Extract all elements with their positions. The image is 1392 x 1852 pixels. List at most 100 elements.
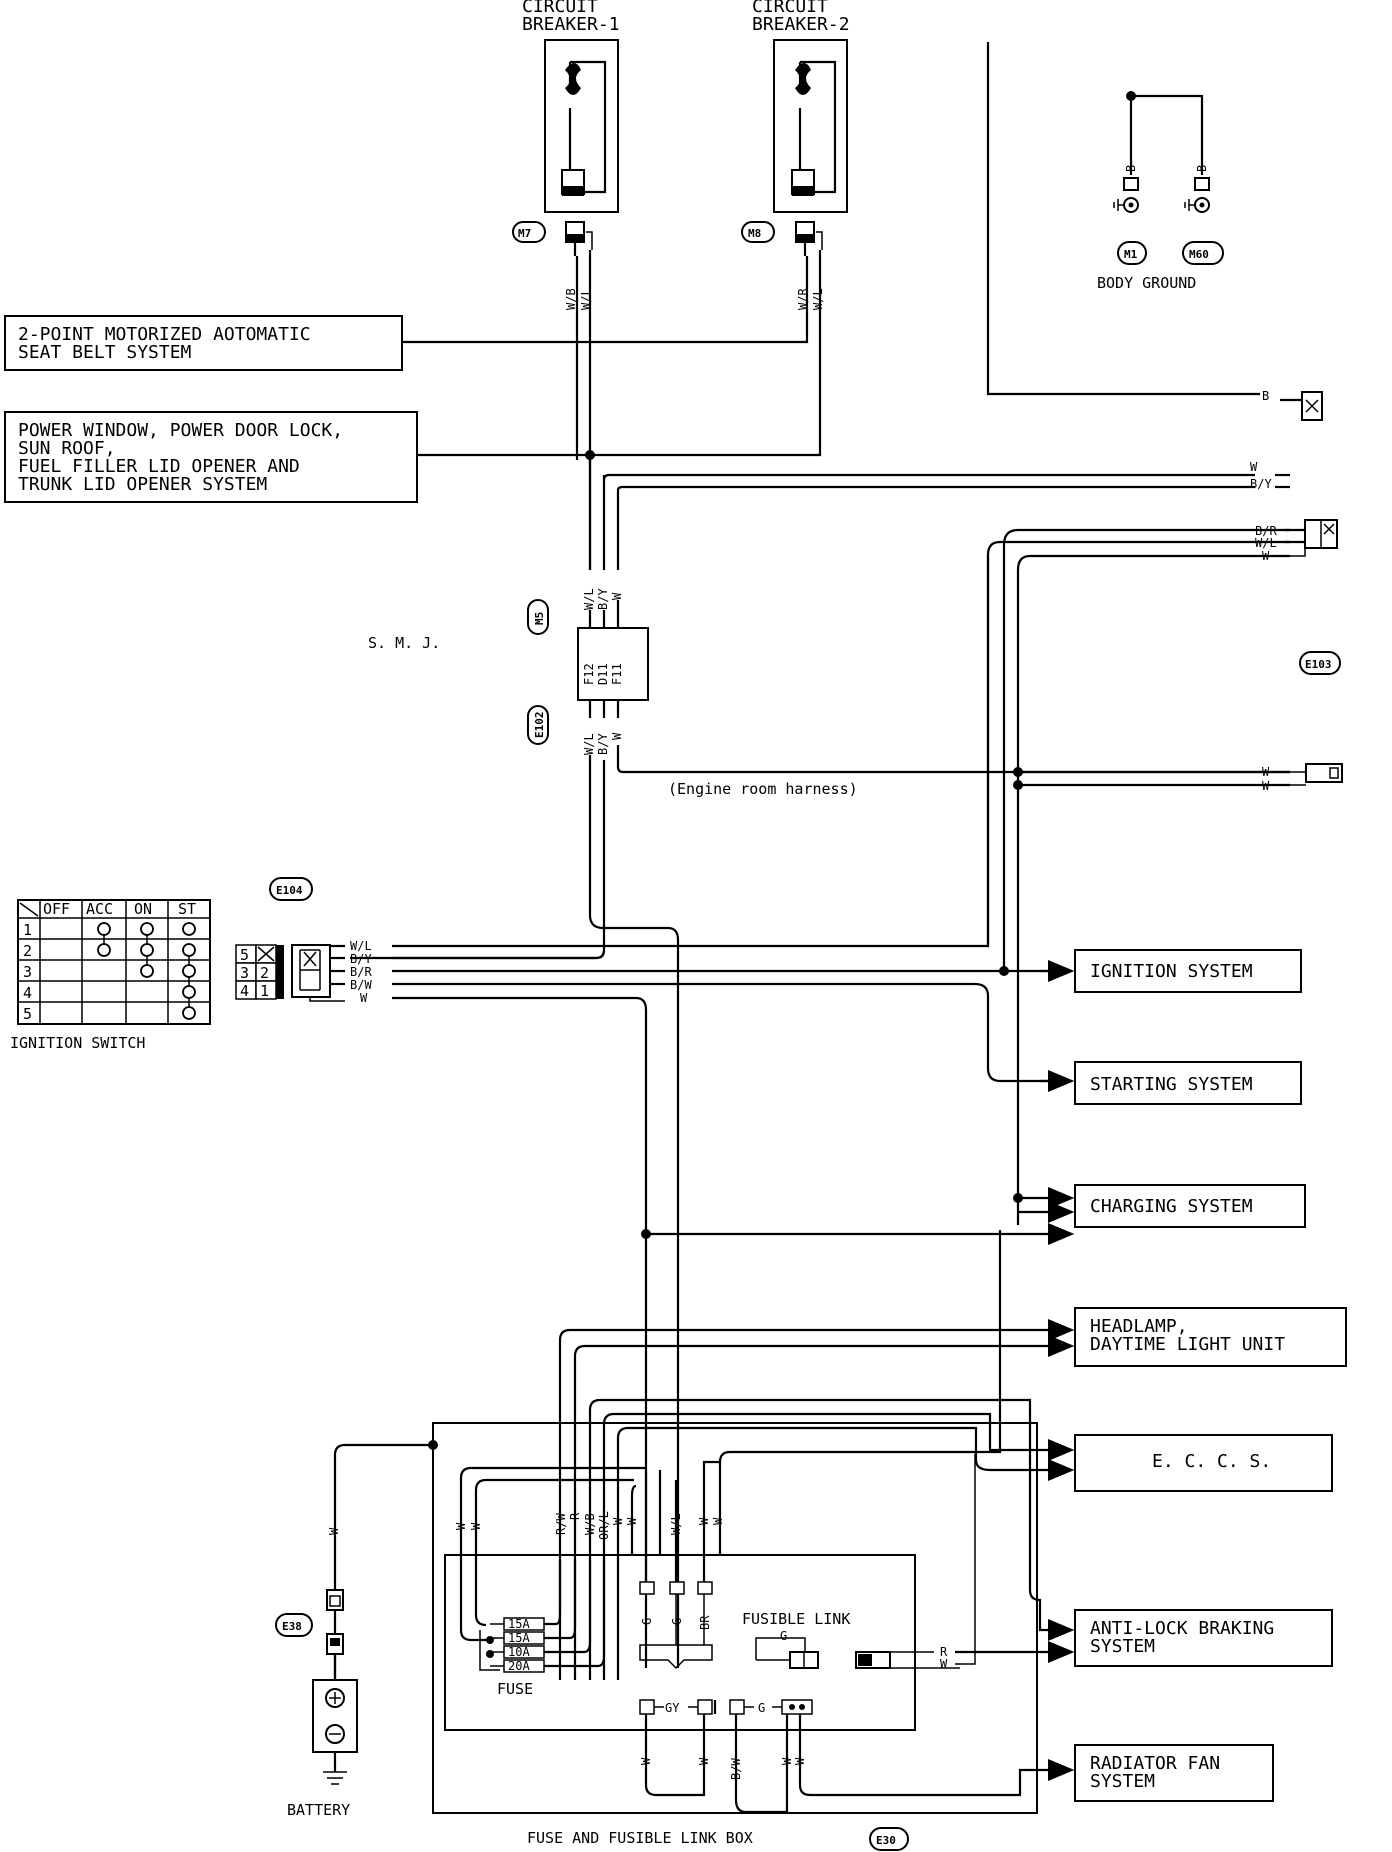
battery	[312, 1654, 358, 1785]
abs-box: ANTI-LOCK BRAKING SYSTEM	[1074, 1609, 1333, 1667]
connector-m7: M7	[512, 221, 546, 243]
switch-col-off: OFF	[43, 900, 70, 918]
abs-wire-w: W	[940, 1657, 948, 1671]
seatbelt-line-1: 2-POINT MOTORIZED AOTOMATIC	[18, 324, 311, 345]
smj-bot-w: W	[610, 732, 624, 740]
wire-right-w1: W	[1250, 460, 1258, 474]
e104-pin-5: 5	[240, 946, 249, 964]
fuse-label: FUSE	[497, 1680, 533, 1698]
bw-w2: W	[697, 1757, 711, 1765]
starting-system-label: STARTING SYSTEM	[1090, 1074, 1253, 1095]
ignition-switch-table: OFF ACC ON ST 1 2 3 4 5	[17, 899, 211, 1025]
bw-w1: W	[639, 1757, 653, 1765]
battery-label: BATTERY	[287, 1801, 350, 1819]
pw-line-3: FUEL FILLER LID OPENER AND	[18, 456, 300, 477]
wire-right-wl: W/L	[1255, 536, 1277, 550]
ignition-system-label: IGNITION SYSTEM	[1090, 961, 1253, 982]
switch-row-5: 5	[23, 1005, 32, 1023]
seatbelt-line-2: SEAT BELT SYSTEM	[18, 342, 192, 363]
fuse-10a: 10A	[508, 1645, 530, 1659]
engine-room-label: (Engine room harness)	[668, 780, 858, 798]
battery-wire-w: W	[327, 1527, 341, 1535]
connector-m8: M8	[741, 221, 775, 243]
wire-right-ww2: W	[1262, 779, 1270, 793]
e104-pin-2: 2	[260, 964, 269, 982]
smj-top-w: W	[610, 592, 624, 600]
fb-w1: W	[454, 1522, 468, 1530]
smj-pin-f12: F12	[582, 663, 596, 685]
wire-right-w2: W	[1262, 549, 1270, 563]
e104-wire-br: B/R	[350, 965, 372, 979]
fuse-strip: 15A 15A 10A 20A	[459, 1555, 606, 1673]
smj-bot-wl: W/L	[582, 733, 596, 755]
switch-row-1: 1	[23, 921, 32, 939]
wire-ground-b2: B	[1195, 165, 1209, 172]
fl-g1: G	[640, 1618, 654, 1625]
connector-e102: E102	[527, 705, 549, 745]
e103-label: E103	[1305, 658, 1332, 671]
connector-e30: E30	[869, 1827, 909, 1851]
pw-line-1: POWER WINDOW, POWER DOOR LOCK,	[18, 420, 343, 441]
e104-wire-w: W	[360, 991, 368, 1005]
headlamp-line-1: HEADLAMP,	[1090, 1316, 1188, 1337]
e38-label: E38	[282, 1620, 302, 1633]
switch-col-on: ON	[134, 900, 152, 918]
switch-row-3: 3	[23, 963, 32, 981]
charging-system-label: CHARGING SYSTEM	[1090, 1196, 1253, 1217]
m1-label: M1	[1124, 248, 1138, 261]
body-ground-label: BODY GROUND	[1097, 274, 1196, 292]
connector-e103-b	[1304, 519, 1338, 549]
m8-label: M8	[748, 227, 761, 240]
e30-label: E30	[876, 1834, 896, 1847]
fusible-link-g: G	[755, 1629, 819, 1669]
fl-g2: G	[670, 1618, 684, 1625]
cb1-label-1: CIRCUIT	[522, 0, 598, 17]
wire-right-b: B	[1262, 389, 1269, 403]
ignition-switch-label: IGNITION SWITCH	[10, 1034, 145, 1052]
fb-w5: W	[697, 1517, 711, 1525]
connector-e103-c	[1290, 763, 1343, 786]
power-window-system-box: POWER WINDOW, POWER DOOR LOCK, SUN ROOF,…	[4, 411, 418, 503]
cb2-label-2: BREAKER-2	[752, 14, 850, 35]
bw-w3: W	[780, 1757, 794, 1765]
abs-line-2: SYSTEM	[1090, 1636, 1155, 1657]
switch-row-2: 2	[23, 942, 32, 960]
bottom-connectors: GY G	[639, 1699, 813, 1715]
ground-m60: M60	[1182, 177, 1224, 265]
breaker-element-icon	[565, 63, 581, 95]
fusible-link-label: FUSIBLE LINK	[742, 1610, 850, 1628]
headlamp-line-2: DAYTIME LIGHT UNIT	[1090, 1334, 1285, 1355]
fb-w3: W	[611, 1517, 625, 1525]
fusible-link-block: G G BR	[639, 1555, 713, 1670]
m7-label: M7	[518, 227, 531, 240]
fb-rw: R/W	[554, 1513, 568, 1535]
smj-label: S. M. J.	[368, 634, 440, 652]
cb2-label-1: CIRCUIT	[752, 0, 828, 17]
wire-right-by: B/Y	[1250, 477, 1272, 491]
pw-line-2: SUN ROOF,	[18, 438, 116, 459]
wire-right-br: B/R	[1255, 524, 1277, 538]
wire-cb1-wb: W/B	[564, 288, 578, 310]
m5-label: M5	[533, 612, 546, 625]
smj-block: F12 D11 F11	[577, 627, 649, 701]
radiator-line-2: SYSTEM	[1090, 1771, 1155, 1792]
smj-pin-d11: D11	[596, 663, 610, 685]
charging-system-box: CHARGING SYSTEM	[1018, 1184, 1306, 1228]
connector-e103-tag: E103	[1299, 651, 1341, 675]
bottom-gy: GY	[665, 1701, 680, 1715]
fb-wl: W/L	[669, 1513, 683, 1535]
abs-wire-r: R	[940, 1645, 948, 1659]
switch-col-st: ST	[178, 900, 196, 918]
smj-pin-f11: F11	[610, 663, 624, 685]
e104-label: E104	[276, 884, 303, 897]
e104-pin-1: 1	[260, 982, 269, 1000]
fuse-15a-1: 15A	[508, 1617, 530, 1631]
wire-ground-b1: B	[1124, 165, 1138, 172]
seatbelt-system-box: 2-POINT MOTORIZED AOTOMATIC SEAT BELT SY…	[4, 315, 403, 371]
fl-g-label: G	[780, 1629, 787, 1643]
bottom-g: G	[758, 1701, 765, 1715]
e104-wire-bw: B/W	[350, 978, 372, 992]
bw-w4: W	[793, 1757, 807, 1765]
